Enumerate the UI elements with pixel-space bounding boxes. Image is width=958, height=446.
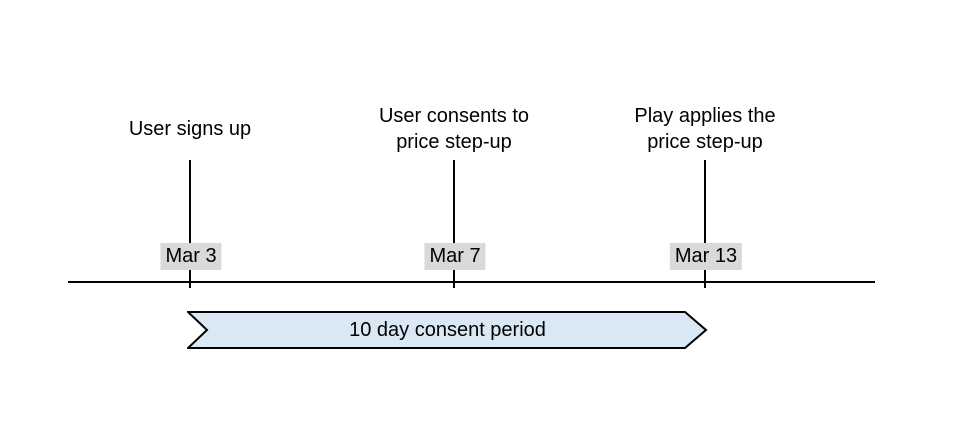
event-label: User signs up [128, 118, 252, 140]
event-connector-line [704, 160, 706, 288]
timeline-axis [68, 281, 875, 283]
event-date-label: Mar 13 [669, 243, 743, 270]
consent-period-banner: 10 day consent period [187, 311, 708, 349]
event-connector-line [189, 160, 191, 288]
event-date-label: Mar 7 [424, 243, 486, 270]
event-connector-line [453, 160, 455, 288]
banner-label: 10 day consent period [349, 318, 546, 341]
banner-arrow-polygon [187, 311, 708, 349]
event-label: Play applies the price step-up [634, 105, 776, 153]
event-date-label: Mar 3 [160, 243, 222, 270]
banner-arrow-shape [187, 311, 708, 349]
event-label: User consents to price step-up [378, 105, 530, 153]
